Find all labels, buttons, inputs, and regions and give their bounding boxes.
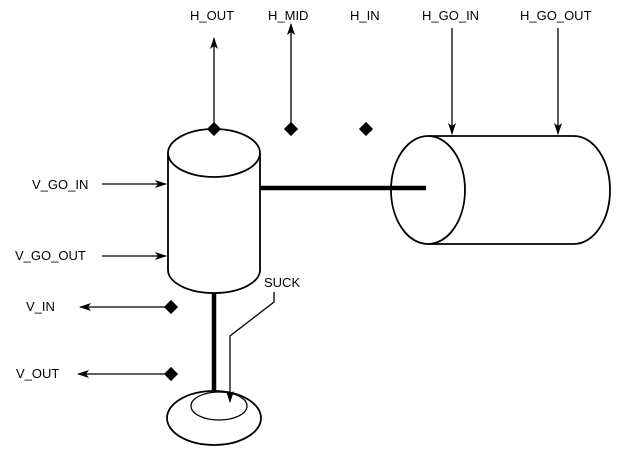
suction-cup <box>166 390 262 446</box>
h-in-label: H_IN <box>350 8 380 23</box>
h-out-label: H_OUT <box>190 8 234 23</box>
v-in-sensor <box>163 299 179 315</box>
h-go-in-label: H_GO_IN <box>422 8 479 23</box>
h-mid-sensor <box>283 121 299 137</box>
vertical-cylinder <box>167 128 261 294</box>
h-go-out-label: H_GO_OUT <box>520 8 592 23</box>
v-out-label: V_OUT <box>16 366 59 381</box>
suck-label: SUCK <box>264 275 300 290</box>
h-mid-label: H_MID <box>268 8 308 23</box>
v-in-label: V_IN <box>26 299 55 314</box>
h-in-sensor <box>358 121 374 137</box>
v-go-in-label: V_GO_IN <box>32 177 88 192</box>
horizontal-cylinder <box>390 135 611 245</box>
v-go-out-label: V_GO_OUT <box>15 248 86 263</box>
suck-wire <box>226 292 275 403</box>
v-out-sensor <box>163 366 179 382</box>
